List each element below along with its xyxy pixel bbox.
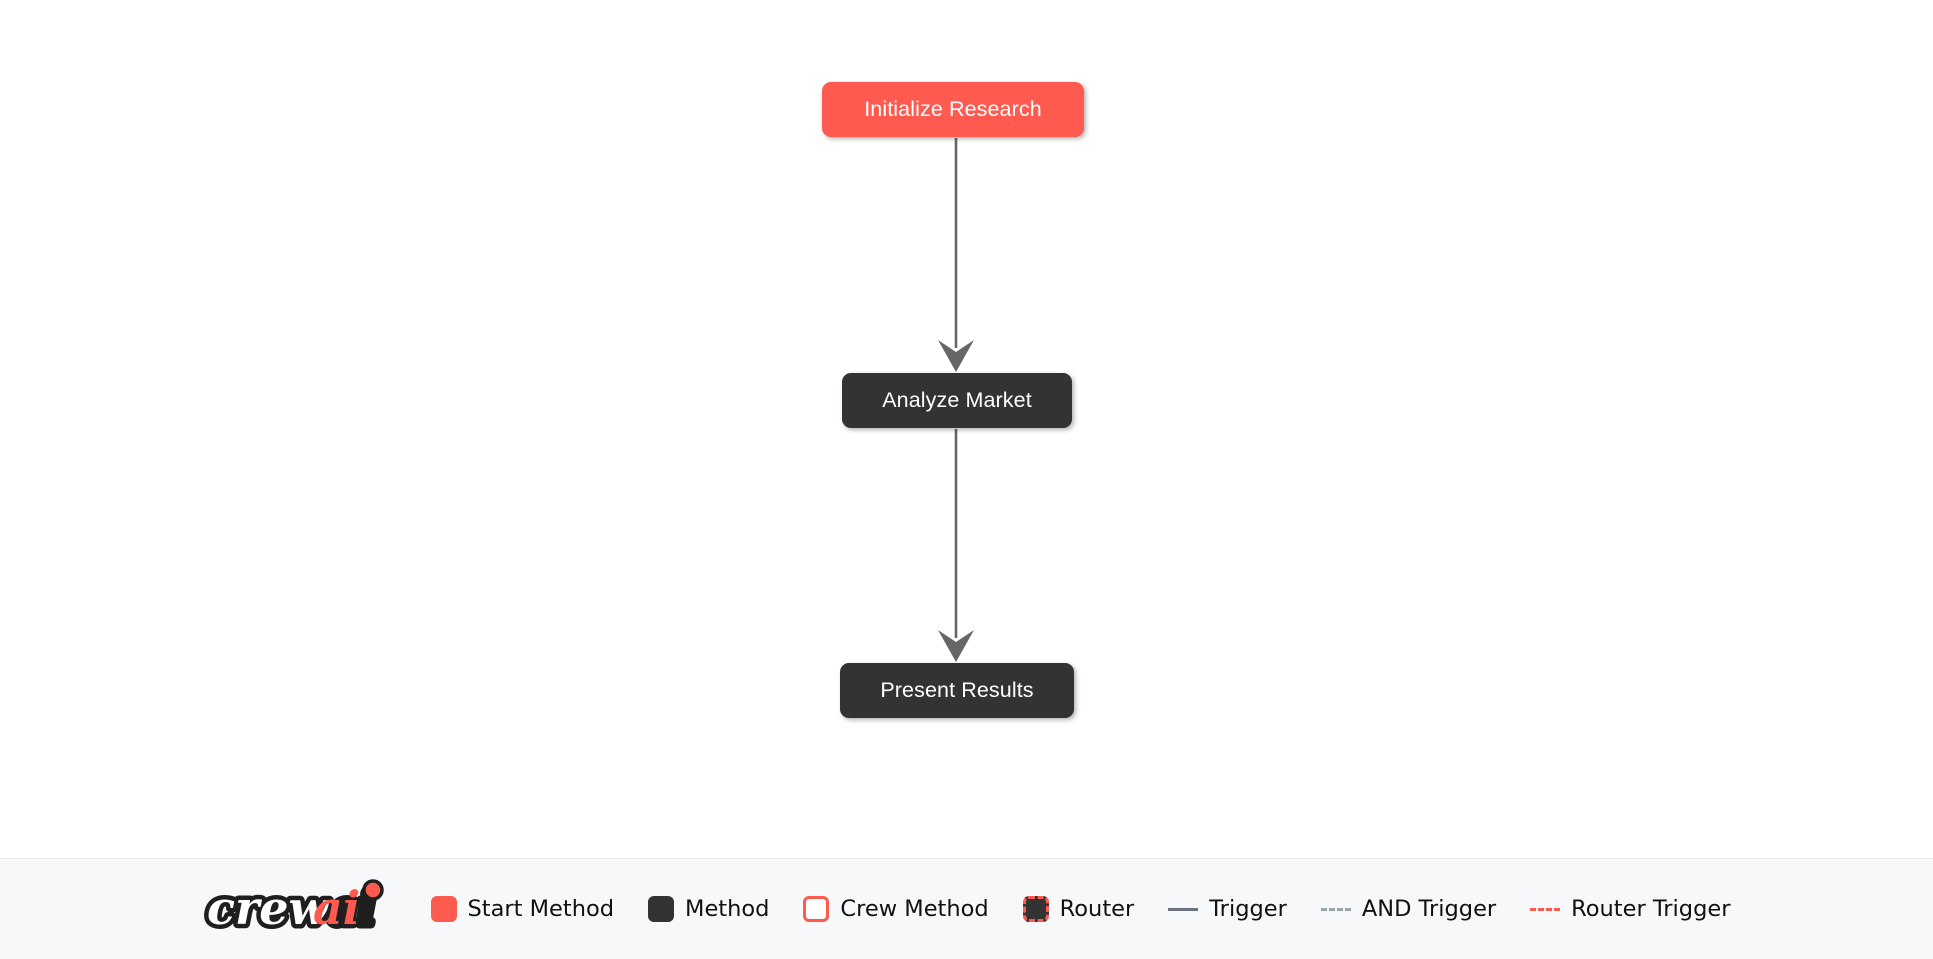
legend-item-method[interactable]: Method (648, 896, 769, 922)
flow-node-analyze-market[interactable]: Analyze Market (842, 373, 1072, 428)
crewai-logo: crewai crew ai (203, 878, 391, 940)
legend-label: Router Trigger (1571, 896, 1731, 922)
router-swatch-icon (1022, 896, 1049, 922)
crewai-logo-crew: crew (207, 881, 330, 935)
legend-label: Start Method (467, 896, 615, 922)
flow-node-label: Present Results (880, 678, 1034, 702)
trigger-line-icon (1168, 907, 1199, 911)
legend-item-crew-method[interactable]: Crew Method (803, 896, 989, 922)
legend-label: Method (685, 896, 770, 922)
start-method-swatch-icon (430, 896, 457, 922)
legend-label: Crew Method (840, 896, 989, 922)
flow-canvas[interactable]: Initialize Research Analyze Market Prese… (0, 0, 1933, 858)
flow-node-label: Analyze Market (882, 388, 1032, 412)
edge-analyze-to-present[interactable] (938, 429, 974, 662)
legend-item-start-method[interactable]: Start Method (430, 896, 615, 922)
legend-item-router-trigger[interactable]: Router Trigger (1530, 896, 1730, 922)
arrowhead-icon (938, 630, 974, 662)
and-trigger-line-icon (1320, 907, 1351, 911)
flow-node-present-results[interactable]: Present Results (840, 663, 1074, 718)
crewai-logo-icon: crewai crew ai (203, 878, 384, 940)
router-trigger-line-icon (1530, 907, 1561, 911)
legend-item-and-trigger[interactable]: AND Trigger (1320, 896, 1497, 922)
crewai-logo-dot (361, 879, 384, 901)
flow-node-label: Initialize Research (864, 97, 1042, 121)
legend-item-trigger[interactable]: Trigger (1168, 896, 1287, 922)
legend-label: Router (1059, 896, 1135, 922)
crewai-logo-ai: ai (313, 881, 360, 935)
legend-item-router[interactable]: Router (1022, 896, 1135, 922)
arrowhead-icon (938, 340, 974, 372)
legend-bar: crewai crew ai Start Method Method Crew … (0, 858, 1933, 959)
edge-initialize-to-analyze[interactable] (938, 138, 974, 372)
legend-label: AND Trigger (1361, 896, 1497, 922)
legend-label: Trigger (1209, 896, 1287, 922)
crew-method-swatch-icon (803, 896, 830, 922)
crewai-logo-outline: crewai (207, 881, 375, 935)
method-swatch-icon (648, 896, 675, 922)
flow-node-initialize-research[interactable]: Initialize Research (822, 82, 1084, 137)
